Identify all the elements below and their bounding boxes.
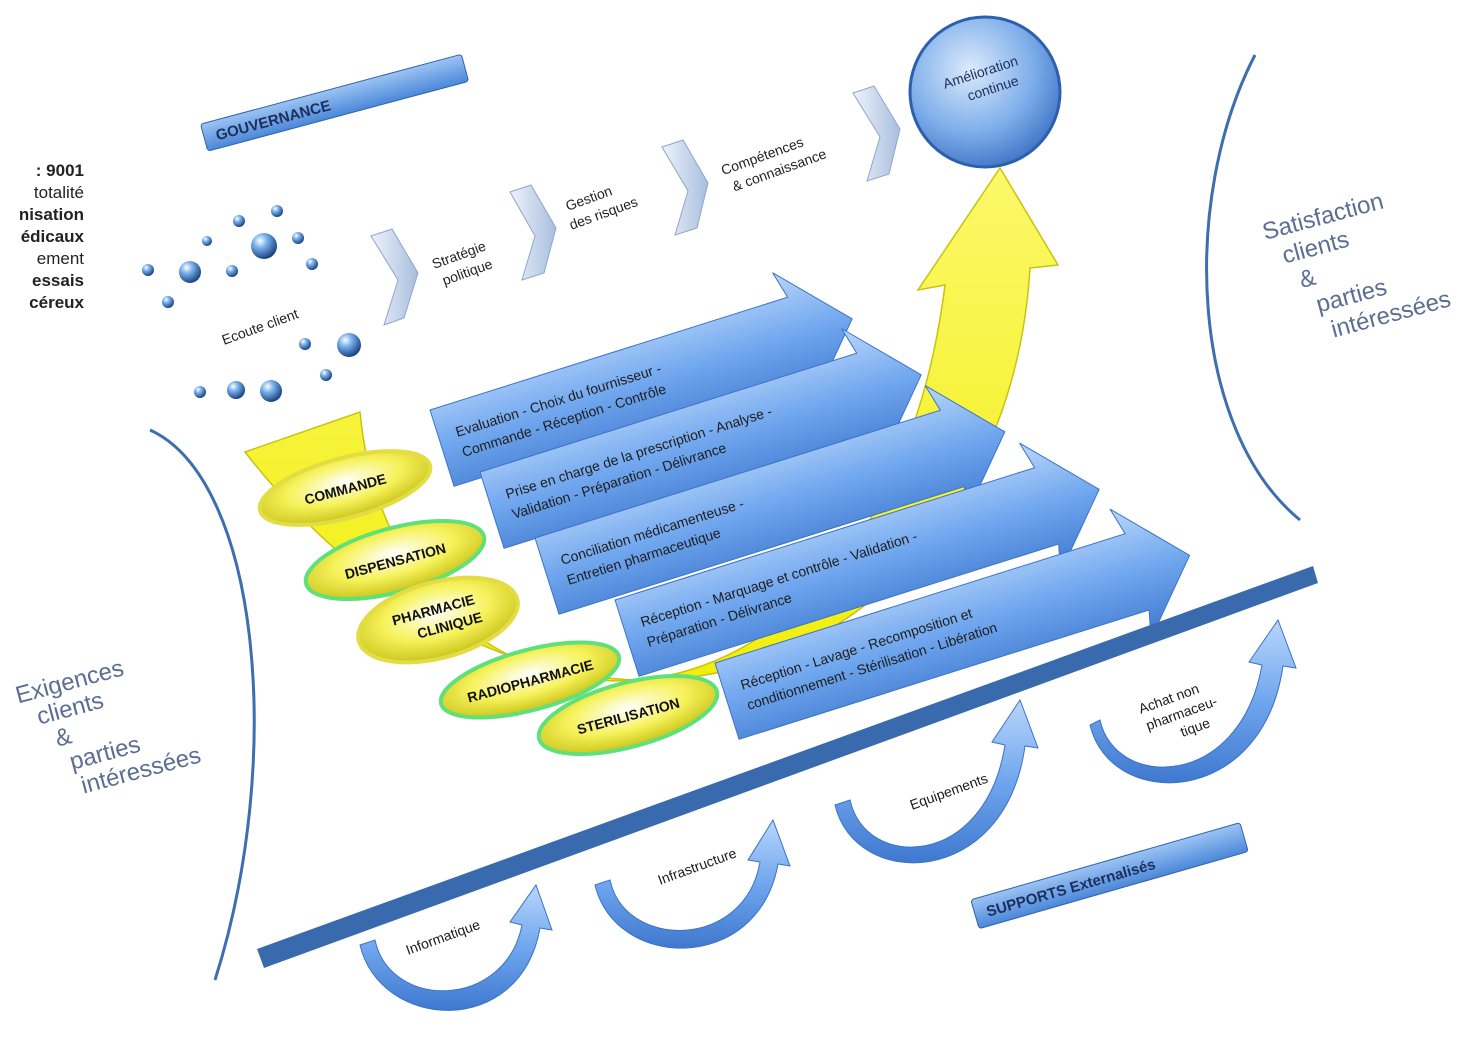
support-label: Informatique <box>404 916 483 958</box>
bubble-icon <box>292 232 304 244</box>
governance-banner: GOUVERNANCE <box>200 54 469 152</box>
bubble-icon <box>299 338 311 350</box>
side-text-line: ement <box>36 249 84 268</box>
bubble-icon <box>251 233 277 259</box>
requirements-label: Exigences clients & parties intéressées <box>13 641 204 810</box>
satisfaction-line: & <box>1296 264 1318 294</box>
support-arrow-equipements <box>834 698 1039 864</box>
chevron-icon <box>852 85 901 182</box>
chevron-icon <box>509 184 557 281</box>
support-label: Equipements <box>908 770 990 813</box>
bubble-icon <box>202 236 212 246</box>
supports-divider-bar <box>257 566 1318 968</box>
chevron-icon <box>370 228 419 326</box>
lozenge-dispensation: DISPENSATION <box>303 518 487 602</box>
step-strategie: Stratégie politique <box>430 236 498 289</box>
satisfaction-label: Satisfaction clients & parties intéressé… <box>1260 177 1454 354</box>
continuous-improvement-circle: Amélioration continue <box>908 15 1062 169</box>
side-text-line: édicaux <box>20 227 84 246</box>
lozenge-sterilisation: STERILISATION <box>536 673 720 757</box>
client-listening-bubbles <box>142 205 361 402</box>
support-arrows <box>359 618 1297 1011</box>
bubble-icon <box>162 296 174 308</box>
bubble-icon <box>271 205 283 217</box>
bubble-icon <box>233 215 245 227</box>
support-label: Infrastructure <box>656 845 739 888</box>
satisfaction-bracket <box>1205 54 1301 522</box>
side-text-line: totalité <box>33 183 84 202</box>
ecoute-client-label: Ecoute client <box>220 305 301 347</box>
bubble-icon <box>142 264 154 276</box>
process-arrows: Evaluation - Choix du fournisseur - Comm… <box>429 272 1191 740</box>
side-text-line: nisation <box>18 205 84 224</box>
step-gestion-risques: Gestion des risques <box>561 175 640 232</box>
lozenge-pharmacie-clinique: PHARMACIE CLINIQUE <box>356 575 520 665</box>
chevron-icon <box>661 139 709 236</box>
bubble-icon <box>306 258 318 270</box>
support-arrow-informatique <box>359 883 553 1011</box>
support-label-achat: Achat non pharmaceu- tique <box>1136 674 1229 750</box>
side-text-line: 9001 : <box>35 161 84 180</box>
supports-banner: SUPPORTS Externalisés <box>971 822 1249 929</box>
bubble-icon <box>226 265 238 277</box>
side-text-line: essais <box>32 271 84 290</box>
bubble-icon <box>194 386 206 398</box>
requirements-bracket <box>149 428 256 981</box>
bubble-icon <box>320 369 332 381</box>
governance-chevrons <box>370 85 901 326</box>
bubble-icon <box>260 380 282 402</box>
side-text-excerpt: 9001 : totalité nisation édicaux ement e… <box>0 160 84 314</box>
bubble-icon <box>179 261 201 283</box>
lozenge-radiopharmacie: RADIOPHARMACIE <box>438 640 622 720</box>
side-text-line: céreux <box>29 293 84 312</box>
support-arrow-infrastructure <box>594 818 791 949</box>
step-competences: Compétences & connaissance <box>719 127 829 195</box>
support-arrow-achat <box>1089 618 1297 784</box>
process-lozenges: COMMANDE DISPENSATION PHARMACIE CLINIQUE… <box>257 449 720 757</box>
bubble-icon <box>227 381 245 399</box>
lozenge-commande: COMMANDE <box>257 449 433 527</box>
bubble-icon <box>337 333 361 357</box>
